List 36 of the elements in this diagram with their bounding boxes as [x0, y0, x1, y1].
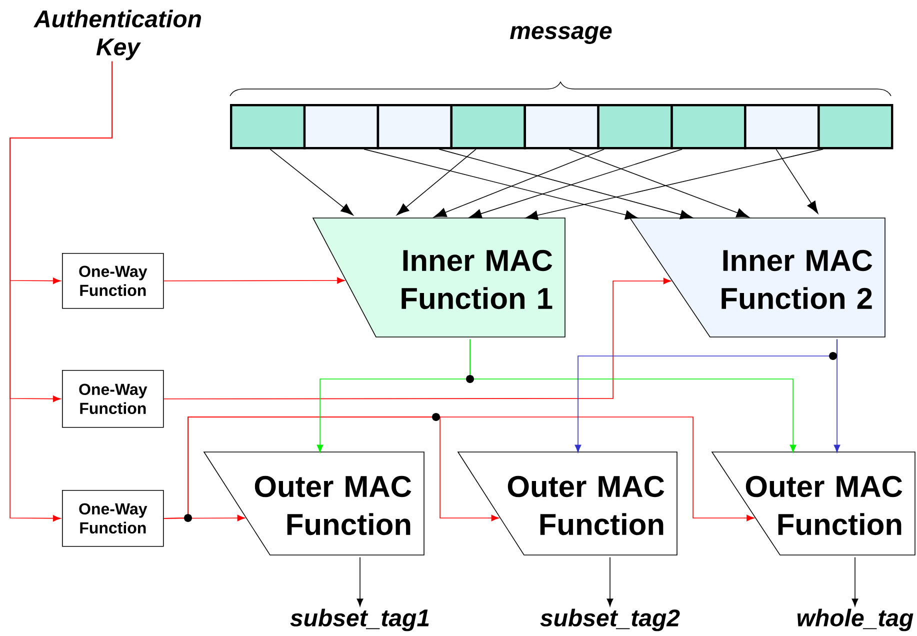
- arrow: [434, 148, 604, 218]
- arrow: [356, 556, 364, 606]
- arrow: [606, 556, 614, 606]
- message-block: [303, 104, 380, 150]
- function-box: One-Way Function: [62, 253, 164, 309]
- arrow: [834, 338, 840, 453]
- arrow: [163, 278, 672, 400]
- arrow: [852, 556, 858, 606]
- arrow: [468, 148, 682, 218]
- arrow: [163, 277, 345, 284]
- arrow: [568, 148, 750, 218]
- message-block: [818, 104, 894, 150]
- output-label: subset_tag2: [540, 608, 680, 632]
- message-block: [670, 104, 746, 150]
- arrow: [10, 60, 112, 522]
- arrow: [163, 514, 246, 522]
- message-block: [376, 104, 452, 150]
- arrow: [470, 338, 796, 453]
- arrow: [364, 148, 638, 220]
- message-block: [230, 104, 306, 150]
- message-block: [524, 104, 600, 150]
- arrow: [270, 148, 354, 216]
- arrow: [525, 148, 824, 220]
- arrow: [396, 148, 476, 216]
- key-label: Authentication Key: [34, 10, 201, 60]
- function-box: One-Way Function: [62, 370, 164, 428]
- output-label: subset_tag1: [290, 608, 429, 632]
- message-block: [450, 104, 526, 150]
- arrow: [163, 416, 754, 522]
- function-box: One-Way Function: [62, 490, 164, 547]
- message-block: [597, 104, 673, 150]
- message-block: [744, 104, 820, 150]
- arrow: [438, 148, 693, 220]
- message-label: message: [510, 26, 612, 44]
- output-label: whole_tag: [798, 608, 914, 632]
- arrow: [776, 148, 818, 214]
